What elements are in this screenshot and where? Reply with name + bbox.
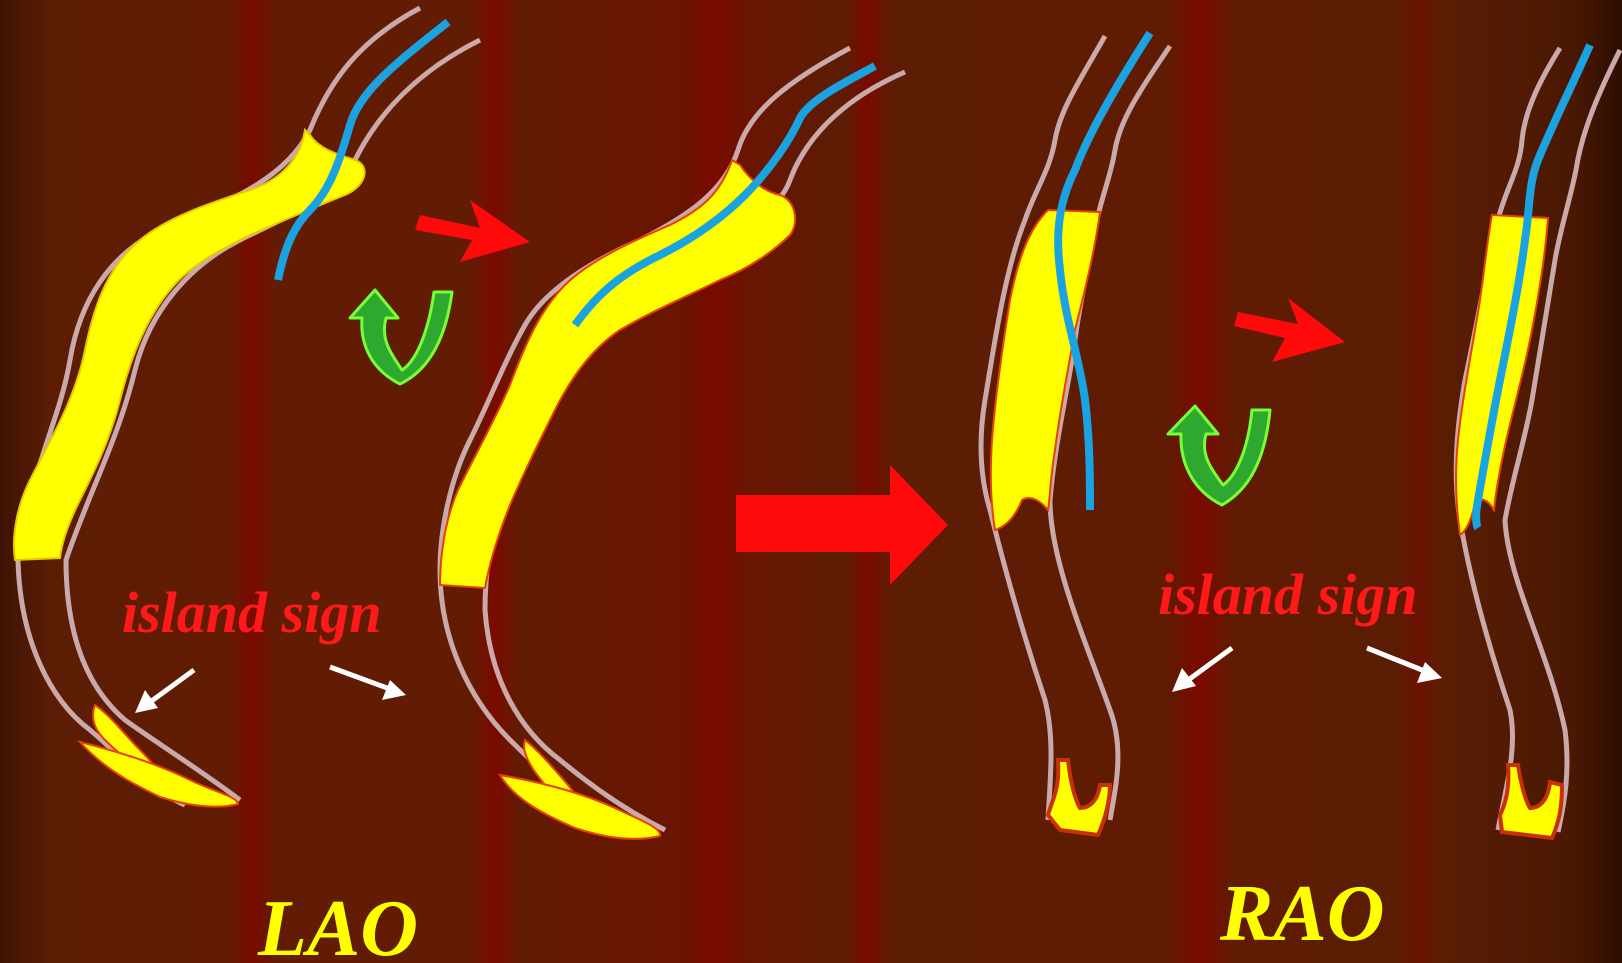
lao-label: LAO bbox=[257, 885, 418, 963]
island-sign-label-right: island sign bbox=[1158, 562, 1418, 627]
rao-label: RAO bbox=[1219, 870, 1385, 958]
island-sign-label-left: island sign bbox=[122, 580, 382, 645]
